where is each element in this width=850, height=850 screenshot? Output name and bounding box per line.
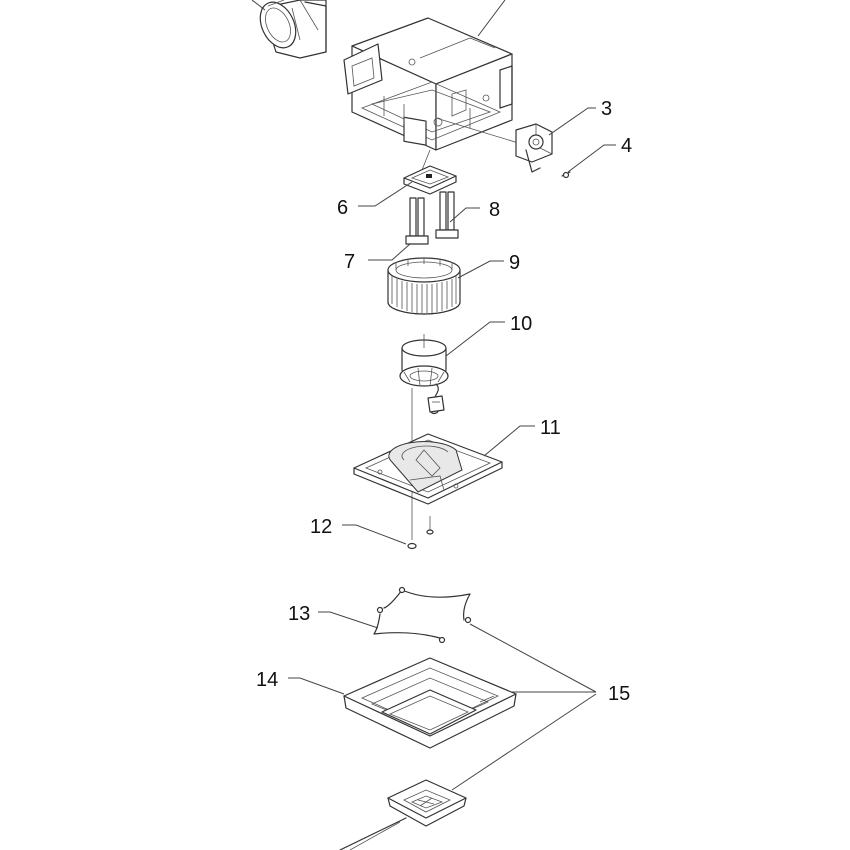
callout-10: 10 (510, 313, 532, 335)
leader-14 (288, 677, 345, 695)
leader-10 (445, 321, 505, 357)
callout-3: 3 (601, 98, 612, 120)
callout-11: 11 (540, 417, 561, 439)
receptacle-bracket (515, 123, 553, 173)
motor-plate-bracket (403, 165, 457, 195)
duct-connector (259, 0, 327, 59)
power-cord-inner (349, 821, 401, 850)
screw-12 (407, 516, 434, 550)
callout-9: 9 (509, 252, 520, 274)
callout-7: 7 (344, 251, 355, 273)
leader-9 (457, 260, 504, 279)
leader-7 (368, 243, 411, 261)
mounting-plate (353, 433, 503, 505)
leader-6 (358, 181, 413, 207)
leader-15c (451, 693, 597, 791)
leader-12 (342, 524, 407, 545)
motor (399, 339, 449, 415)
mounting-clip-7 (405, 197, 429, 245)
leader-11 (483, 425, 535, 457)
leader-duct (251, 0, 266, 11)
power-cord (339, 817, 407, 850)
callout-13: 13 (288, 603, 310, 625)
light-grille-cover (387, 779, 467, 827)
screw-4 (561, 171, 571, 179)
callout-8: 8 (489, 199, 500, 221)
blower-wheel (387, 257, 461, 315)
leader-8 (449, 207, 480, 223)
grille-springs (373, 586, 472, 644)
mounting-clip-8 (435, 191, 459, 239)
housing-box (343, 17, 513, 151)
leader-3 (548, 107, 596, 136)
callout-12: 12 (310, 516, 332, 538)
leader-13 (318, 611, 379, 629)
grille-frame (343, 657, 517, 749)
leader-4 (567, 144, 616, 173)
callout-14: 14 (256, 669, 278, 691)
leader-15a (469, 623, 597, 693)
callout-6: 6 (337, 197, 348, 219)
leader-housing (477, 0, 506, 37)
callout-4: 4 (621, 135, 632, 157)
callout-15: 15 (608, 683, 630, 705)
